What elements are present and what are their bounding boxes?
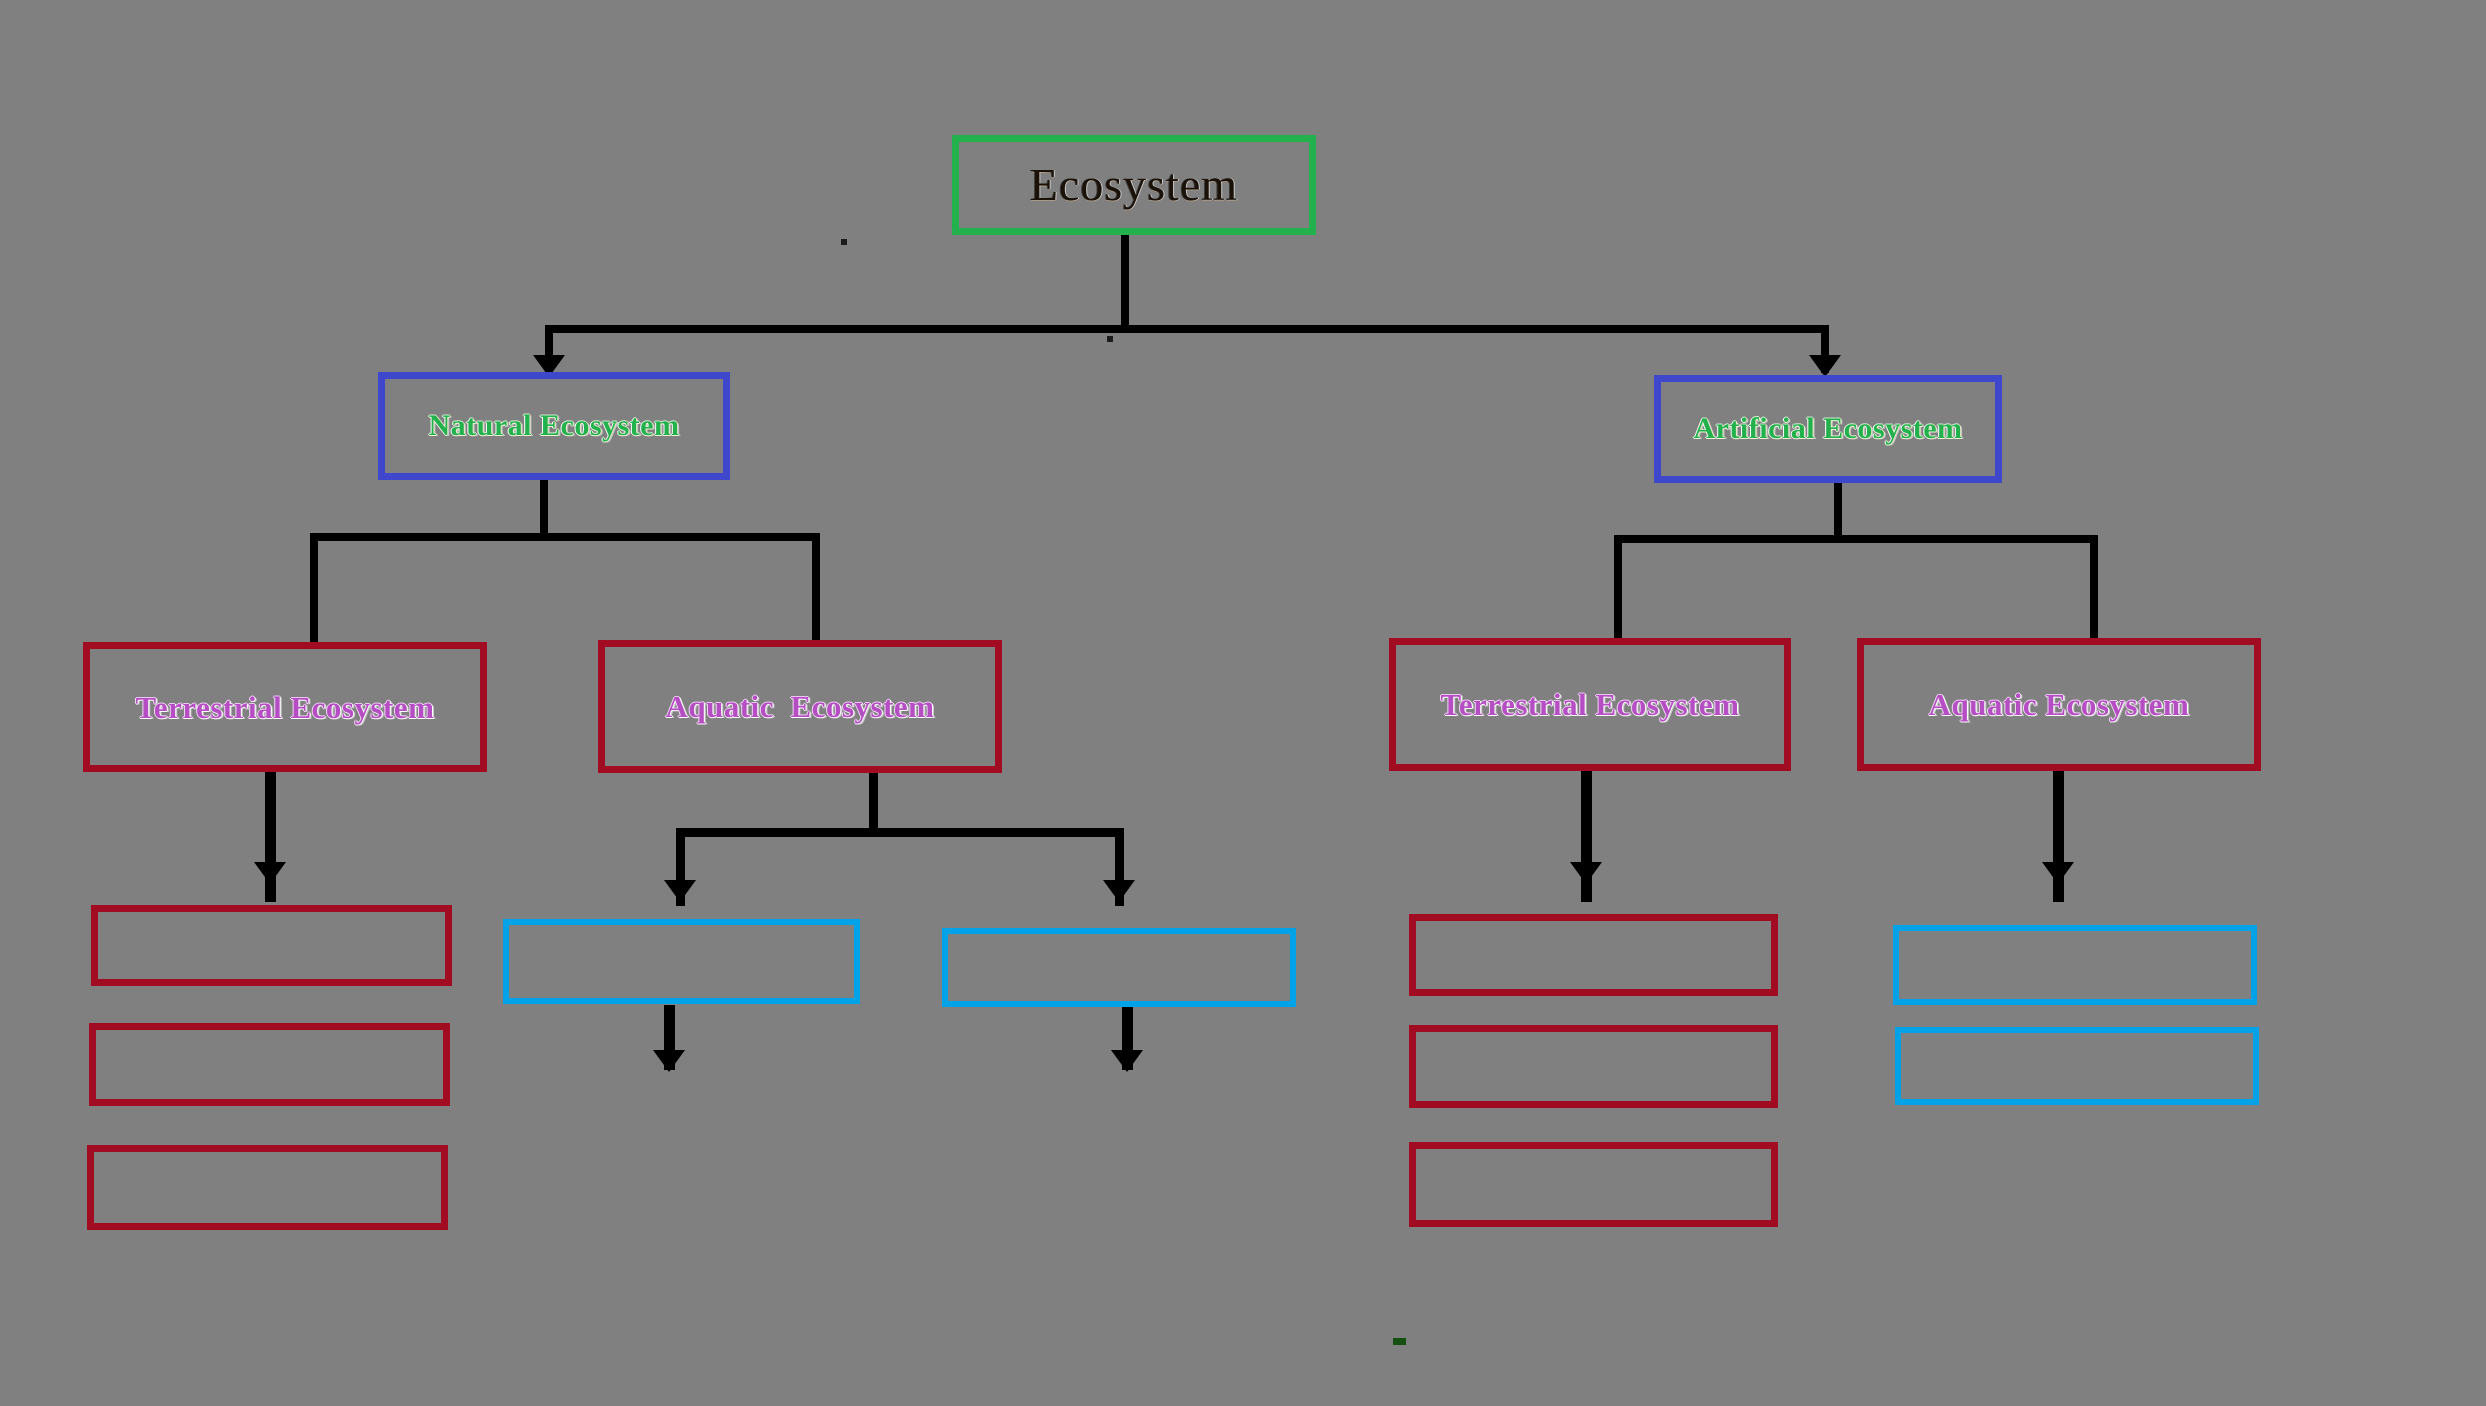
node-ecosystem[interactable]: Ecosystem (952, 135, 1316, 235)
connector-natural-bus (310, 533, 820, 541)
arrowhead-cyan-left-down (653, 1050, 685, 1072)
leaf-box-natural-aquatic-1[interactable] (503, 919, 860, 1004)
connector-nat-aq-bus (676, 828, 1124, 837)
connector-artificial-bus (1614, 535, 2098, 543)
arrowhead-art-aq-leaf (2042, 862, 2074, 884)
leaf-box-natural-terrestrial-3[interactable] (87, 1145, 448, 1230)
connector-to-natural (545, 325, 553, 373)
arrowhead-cyan-right-down (1111, 1050, 1143, 1072)
connector-nat-aq-left-drop (676, 828, 685, 906)
leaf-box-artificial-terrestrial-3[interactable] (1409, 1142, 1778, 1227)
connector-root-stem (1121, 232, 1129, 328)
leaf-box-natural-terrestrial-1[interactable] (91, 905, 452, 986)
node-natural-aquatic-label: Aquatic Ecosystem (665, 689, 935, 724)
leaf-box-artificial-terrestrial-1[interactable] (1409, 914, 1778, 996)
stray-dot-bus-center (1107, 336, 1113, 342)
node-natural-aquatic[interactable]: Aquatic Ecosystem (598, 640, 1002, 773)
arrowhead-nat-aq-right (1103, 880, 1135, 902)
node-artificial-ecosystem-label: Artificial Ecosystem (1693, 412, 1963, 445)
connector-nat-aq-right-drop (1115, 828, 1124, 906)
arrowhead-to-artificial (1809, 355, 1841, 377)
connector-to-nat-terrestrial (310, 533, 318, 645)
node-artificial-aquatic-label: Aquatic Ecosystem (1928, 687, 2190, 722)
connector-to-nat-aquatic (812, 533, 820, 645)
arrowhead-nat-terr-leaf (254, 862, 286, 884)
connector-to-art-terrestrial (1614, 535, 1622, 645)
connector-to-artificial (1821, 325, 1829, 373)
stray-dot-upper-left (841, 239, 847, 245)
arrowhead-to-natural (533, 355, 565, 377)
connector-nat-terr-to-leaf (265, 770, 276, 902)
node-natural-terrestrial-label: Terrestrial Ecosystem (135, 689, 435, 725)
leaf-box-artificial-aquatic-1[interactable] (1893, 925, 2257, 1005)
leaf-box-artificial-aquatic-2[interactable] (1895, 1027, 2259, 1105)
connector-to-art-aquatic (2090, 535, 2098, 645)
arrowhead-art-terr-leaf (1570, 862, 1602, 884)
connector-art-terr-to-leaf (1581, 770, 1592, 902)
node-natural-ecosystem[interactable]: Natural Ecosystem (378, 372, 730, 480)
leaf-box-artificial-terrestrial-2[interactable] (1409, 1025, 1778, 1108)
connector-level2-bus (545, 325, 1829, 333)
node-artificial-ecosystem[interactable]: Artificial Ecosystem (1654, 375, 2002, 483)
node-artificial-terrestrial[interactable]: Terrestrial Ecosystem (1389, 638, 1791, 771)
leaf-box-natural-aquatic-2[interactable] (942, 928, 1296, 1007)
stray-mark-bottom (1393, 1338, 1406, 1345)
leaf-box-natural-terrestrial-2[interactable] (89, 1023, 450, 1106)
connector-artificial-stem (1834, 482, 1842, 538)
connector-natural-stem (540, 478, 548, 536)
connector-nat-aq-stem (869, 772, 878, 832)
node-natural-ecosystem-label: Natural Ecosystem (428, 409, 680, 442)
node-artificial-aquatic[interactable]: Aquatic Ecosystem (1857, 638, 2261, 771)
node-ecosystem-label: Ecosystem (1029, 159, 1239, 210)
connector-cyan-left-down (664, 1005, 675, 1070)
connector-art-aq-to-leaf (2053, 770, 2064, 902)
connector-cyan-right-down (1122, 1005, 1133, 1070)
node-natural-terrestrial[interactable]: Terrestrial Ecosystem (83, 642, 487, 772)
node-artificial-terrestrial-label: Terrestrial Ecosystem (1440, 687, 1740, 722)
arrowhead-nat-aq-left (664, 880, 696, 902)
